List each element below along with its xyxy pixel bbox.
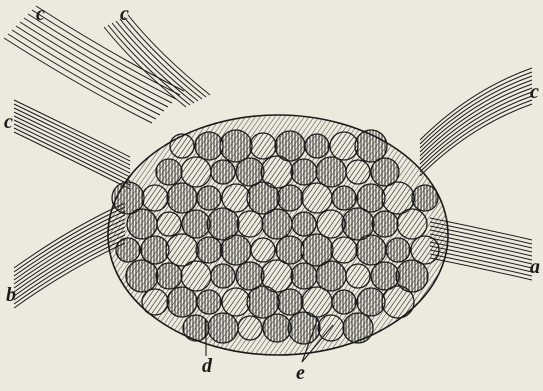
ganglion-cell — [317, 210, 345, 238]
ganglion-cell — [238, 316, 262, 340]
ganglion-cell — [167, 287, 197, 317]
ganglion-cell — [332, 186, 356, 210]
ganglion-cell — [346, 264, 370, 288]
ganglion-cell — [331, 237, 357, 263]
nerve-fiber — [108, 25, 190, 105]
ganglion-cell — [197, 290, 221, 314]
nerve-fiber — [20, 22, 168, 107]
ganglion-cell — [208, 313, 238, 343]
bundle-left — [14, 100, 130, 189]
nerve-fiber — [32, 10, 180, 95]
nerve-fiber — [14, 116, 130, 173]
ganglion-cell — [343, 313, 373, 343]
ganglion-cell — [195, 132, 223, 160]
ganglion-cell — [156, 159, 182, 185]
ganglion-cell — [330, 132, 358, 160]
bundle-top-middle — [104, 15, 210, 107]
label-c-right: c — [530, 82, 539, 102]
ganglion-cell — [386, 238, 410, 262]
ganglion-cell — [142, 289, 168, 315]
ganglion-cell — [251, 238, 275, 262]
ganglion-cell — [211, 160, 235, 184]
nerve-fiber — [14, 243, 125, 308]
bundle-right-upper — [420, 68, 532, 176]
ganglion-cell — [181, 157, 211, 187]
ganglion-cell — [263, 314, 291, 342]
ganglion-cell — [262, 209, 292, 239]
bundle-bottom-left — [14, 203, 125, 308]
ganglion-cell — [316, 157, 346, 187]
ganglion-cell — [247, 286, 279, 318]
label-d-bottom: d — [202, 356, 212, 376]
ganglion-cell — [157, 212, 181, 236]
label-c-top-left: c — [36, 4, 45, 24]
ganglion-cell — [382, 286, 414, 318]
ganglion-cell — [211, 264, 235, 288]
bundle-top-left — [4, 6, 184, 123]
ganglion-cell — [357, 288, 385, 316]
ganglion-cell — [412, 185, 438, 211]
ganglion-cell — [221, 235, 251, 265]
ganglion-cell — [196, 237, 222, 263]
ganglion-cell — [156, 263, 182, 289]
nerve-fiber — [24, 18, 172, 103]
nerve-fiber — [112, 23, 194, 103]
ganglion-cell — [126, 260, 158, 292]
ganglion-cell — [183, 315, 209, 341]
ganglion-cell — [237, 211, 263, 237]
label-e-bottom: e — [296, 363, 305, 383]
label-c-left: c — [4, 112, 13, 132]
ganglion-cell — [277, 289, 303, 315]
ganglion-cell — [316, 261, 346, 291]
ganglion-cell — [116, 238, 140, 262]
ganglion-cell — [332, 290, 356, 314]
ganglion-cell — [142, 185, 168, 211]
ganglion-cell — [197, 186, 221, 210]
ganglion-cell — [355, 130, 387, 162]
ganglion-cell — [220, 130, 252, 162]
ganglion-cell — [346, 160, 370, 184]
ganglion-cell — [181, 261, 211, 291]
nerve-fiber — [36, 6, 184, 91]
ganglion-cell — [356, 235, 386, 265]
label-b-left: b — [6, 285, 16, 305]
label-c-top-middle: c — [120, 4, 129, 24]
ganglion-cell — [305, 134, 329, 158]
ganglion-cell — [167, 183, 197, 213]
ganglion-cell — [182, 210, 210, 238]
ganglion-cell — [222, 288, 250, 316]
ganglion-cell — [302, 183, 332, 213]
ganglion-cell — [127, 209, 157, 239]
ganglion-cell — [277, 185, 303, 211]
ganglion-cell — [292, 212, 316, 236]
ganglion-cell — [372, 211, 398, 237]
ganglion-cell — [291, 159, 317, 185]
ganglion-cell — [397, 209, 427, 239]
ganglion-cell — [288, 312, 320, 344]
label-a-right: a — [530, 257, 540, 277]
ganglion-cell — [291, 263, 317, 289]
ganglion-cell — [250, 133, 276, 159]
ganglion-cell — [170, 134, 194, 158]
